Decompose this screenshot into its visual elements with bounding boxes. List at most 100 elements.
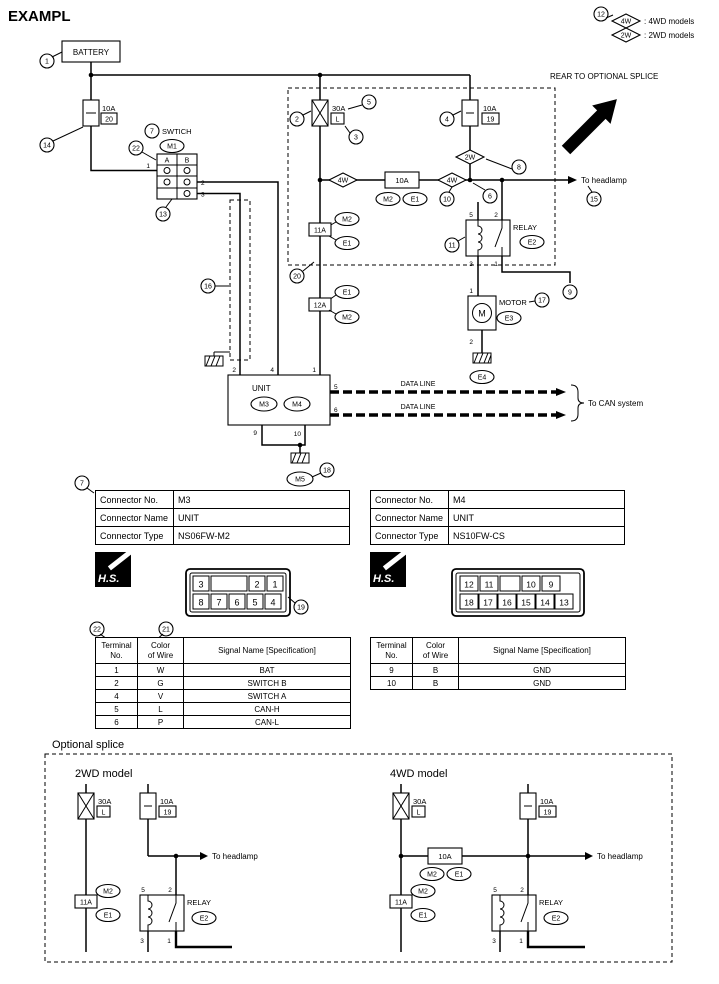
unit-terminal-2: 2 (232, 367, 236, 374)
svg-text:17: 17 (538, 298, 546, 305)
connector-ref-e1 (410, 907, 436, 923)
hs-label: H.S. (98, 573, 120, 585)
hs-slash-decoration (382, 552, 406, 571)
unit-terminal-1: 1 (312, 367, 316, 374)
battery-label: BATTERY (73, 48, 110, 57)
fuse-20: 10A 20 14 (39, 99, 118, 153)
svg-text:E2: E2 (200, 916, 209, 923)
svg-text:11A: 11A (314, 228, 326, 235)
terminal-no: 1 (95, 663, 138, 677)
svg-text:14: 14 (43, 143, 51, 150)
pin-number: 3 (198, 580, 203, 590)
wire-color: L (137, 702, 184, 716)
conn-info-label: Connector Type (95, 526, 174, 545)
connector-info-table-m4: Connector No. M4 Connector Name UNIT Con… (370, 490, 625, 545)
page-title: EXAMPL (8, 8, 71, 25)
table-row: 9 B GND (370, 663, 626, 677)
signal-name: CAN-L (183, 715, 351, 729)
pin-number: 16 (502, 598, 512, 608)
pin-key-slot (499, 575, 521, 592)
signal-name: CAN-H (183, 702, 351, 716)
conn-info-label: Connector Name (370, 508, 449, 527)
motor-terminal-1: 1 (469, 288, 473, 295)
rear-splice-label: REAR TO OPTIONAL SPLICE (550, 72, 658, 81)
arrowhead-icon (568, 176, 577, 184)
legend-2wd-label: : 2WD models (644, 31, 694, 40)
legend: 12 4W : 4WD models 2W : 2WD models (593, 6, 694, 43)
relay-terminal-2: 2 (520, 887, 524, 894)
svg-text:M2: M2 (103, 889, 113, 896)
relay-contact (168, 895, 177, 931)
fuse-19: 10A 19 4 2W 8 (439, 99, 527, 180)
svg-text:E3: E3 (505, 316, 514, 323)
callout-8 (511, 159, 527, 175)
connector-ref-e1 (402, 191, 428, 207)
svg-text:5: 5 (367, 100, 371, 107)
fuse-amp-label: 10A (102, 104, 115, 113)
diamond-2w-symbol: 2W (621, 33, 632, 40)
signal-name: GND (458, 676, 626, 690)
svg-text:E2: E2 (528, 240, 537, 247)
diamond-2w-icon (610, 27, 642, 43)
feed-line-4w: To headlamp 4W 10A M2 E1 4W 10 6 15 (317, 171, 627, 207)
terminal-no: 4 (95, 689, 138, 703)
callout-10 (439, 191, 455, 207)
connector-info-table-m3: Connector No. M3 Connector Name UNIT Con… (95, 490, 350, 545)
svg-text:M1: M1 (167, 144, 177, 151)
svg-text:7: 7 (150, 129, 154, 136)
motor-symbol-circle (472, 303, 492, 323)
svg-text:M2: M2 (383, 197, 393, 204)
fuse-amp-label: 30A (413, 797, 426, 806)
relay: 5 2 3 1 RELAY E2 11 9 (444, 180, 578, 300)
svg-text:18: 18 (323, 468, 331, 475)
conn-info-value: NS10FW-CS (448, 526, 625, 545)
relay-terminal-3: 3 (492, 938, 496, 945)
signal-name: SWITCH B (183, 676, 351, 690)
svg-text:22: 22 (132, 146, 140, 153)
table-row: 10 B GND (370, 676, 626, 690)
callout-12-label: 12 (597, 12, 605, 19)
svg-text:M2: M2 (418, 889, 428, 896)
callout-22 (128, 140, 144, 156)
motor: 1 M MOTOR 17 E3 2 (467, 288, 550, 353)
svg-text:E1: E1 (419, 913, 428, 920)
svg-text:E1: E1 (343, 290, 352, 297)
svg-text:E1: E1 (455, 872, 464, 879)
signal-name: SWITCH A (183, 689, 351, 703)
data-line-label: DATA LINE (401, 381, 436, 388)
relay-terminal-5: 5 (469, 212, 473, 219)
switch-title: SWTICH (162, 127, 192, 136)
svg-text:9: 9 (568, 290, 572, 297)
terminal-no: 10 (370, 676, 413, 690)
relay-contact (520, 895, 529, 931)
svg-text:M2: M2 (342, 315, 352, 322)
switch-contact (183, 178, 191, 186)
pin-number: 2 (254, 580, 259, 590)
diamond-4w-icon (327, 172, 359, 188)
svg-text:20: 20 (293, 274, 301, 281)
model-title: 4WD model (390, 768, 447, 780)
col-header-signal: Signal Name [Specification] (458, 637, 626, 664)
callout-7 (144, 123, 160, 139)
diamond-4w-symbol: 4W (621, 19, 632, 26)
wire-color: B (412, 663, 459, 677)
fuse-30: 30A L 2 5 3 (289, 94, 377, 145)
inline-fuse-box (384, 171, 420, 189)
ground-m5: M5 18 (286, 452, 335, 487)
relay-box (465, 219, 511, 257)
shield-box: 16 (200, 199, 251, 367)
ground-symbol-icon (472, 352, 492, 364)
pin-diagram-m4: 12 11 10 9 18 17 16 15 14 13 (451, 568, 585, 617)
relay-coil (147, 895, 153, 931)
svg-text:22: 22 (93, 627, 101, 634)
switch-contact (183, 190, 191, 197)
callout-15 (586, 191, 602, 207)
wire-color: V (137, 689, 184, 703)
connector-11a: M2 11A E1 20 (289, 211, 360, 284)
unit-terminal-6: 6 (334, 407, 338, 414)
pin-number: 11 (485, 580, 494, 590)
wire-color: G (137, 676, 184, 690)
motor-terminal-2: 2 (469, 339, 473, 346)
relay-terminal-2: 2 (494, 212, 498, 219)
